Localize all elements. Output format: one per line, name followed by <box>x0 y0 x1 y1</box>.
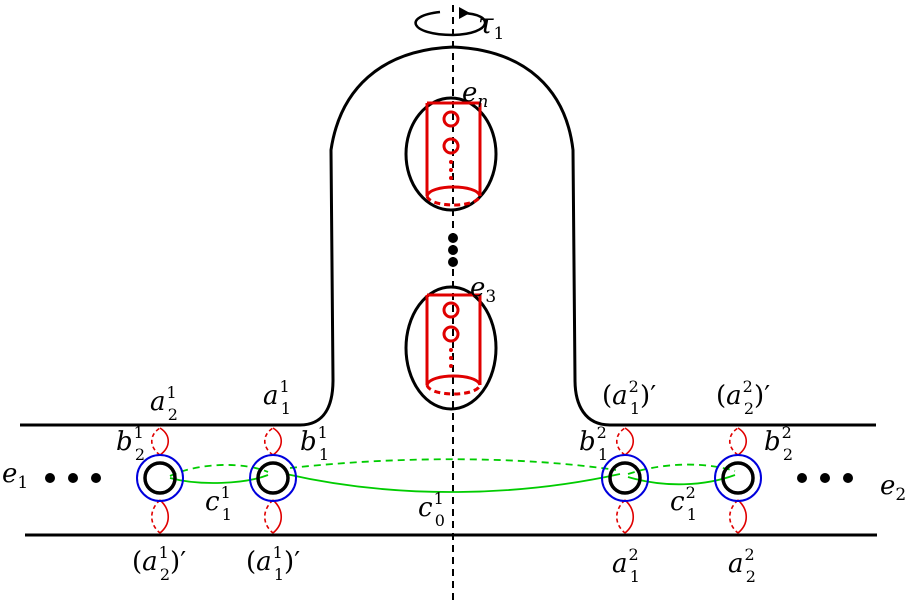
e-3-label: e3 <box>470 273 496 307</box>
handle-ellipse-e3 <box>404 285 498 411</box>
cylinder-e3-dots <box>449 348 453 368</box>
cylinder-en-dots <box>449 160 453 180</box>
e-2-label: e2 <box>880 471 906 505</box>
e-n-label: en <box>462 78 488 112</box>
cylinder-e3 <box>425 293 482 396</box>
handle-ellipse-en <box>404 96 498 212</box>
left-ellipsis-dots <box>45 473 101 483</box>
e-1-label: e1 <box>2 459 28 493</box>
hole-b2-2 <box>714 454 762 502</box>
right-ellipsis-dots <box>797 473 853 483</box>
handle-ellipsis-dots <box>448 233 458 267</box>
surface-outline-top <box>20 45 876 427</box>
red-a-curves <box>150 427 748 534</box>
tau-label: τ1 <box>478 7 504 44</box>
hole-b1-1 <box>249 454 297 502</box>
hole-b2-1 <box>136 454 184 502</box>
cylinder-en <box>425 101 482 207</box>
rotation-arrow-icon <box>414 7 487 37</box>
hole-b1-2 <box>601 454 649 502</box>
